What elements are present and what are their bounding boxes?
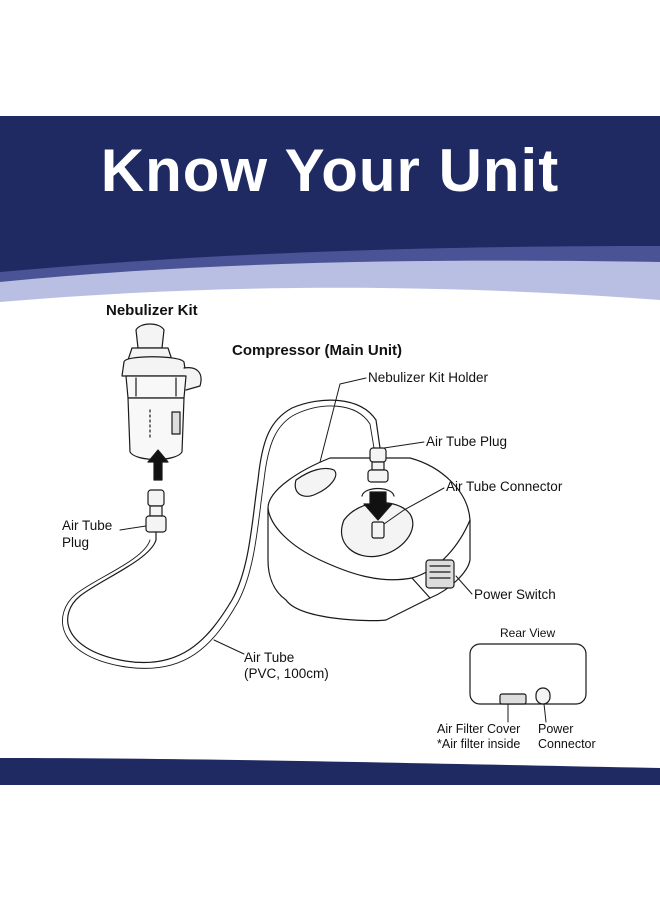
power-connector-label-line1: Power	[538, 722, 574, 736]
nebulizer-kit-illustration	[121, 323, 202, 461]
compressor-illustration	[267, 457, 471, 622]
air-filter-cover-label-line1: Air Filter Cover	[437, 722, 521, 736]
rear-view-label: Rear View	[500, 626, 556, 640]
power-switch-label: Power Switch	[474, 587, 556, 602]
footer-banner	[0, 758, 660, 785]
air-tube-label-line1: Air Tube	[244, 650, 295, 665]
compressor-heading: Compressor (Main Unit)	[232, 342, 403, 359]
air-tube	[67, 399, 381, 664]
air-filter-cover-label-line2: *Air filter inside	[437, 737, 521, 751]
left-air-tube-plug	[145, 489, 167, 541]
rear-view-illustration	[469, 643, 587, 705]
right-air-tube-plug	[367, 447, 389, 483]
air-tube-connector-label: Air Tube Connector	[446, 479, 563, 494]
power-connector-label-line2: Connector	[538, 737, 596, 751]
air-tube-plug-label-left-line1: Air Tube	[62, 518, 113, 533]
nebulizer-kit-holder-label: Nebulizer Kit Holder	[368, 370, 489, 385]
nebulizer-kit-heading: Nebulizer Kit	[106, 302, 198, 319]
page-title: Know Your Unit	[100, 137, 560, 204]
air-tube-plug-label-right: Air Tube Plug	[426, 434, 508, 449]
header-banner	[0, 116, 660, 302]
air-tube-label-line2: (PVC, 100cm)	[244, 666, 329, 681]
leader-lines	[119, 377, 547, 723]
air-tube-plug-label-left-line2: Plug	[62, 535, 90, 550]
